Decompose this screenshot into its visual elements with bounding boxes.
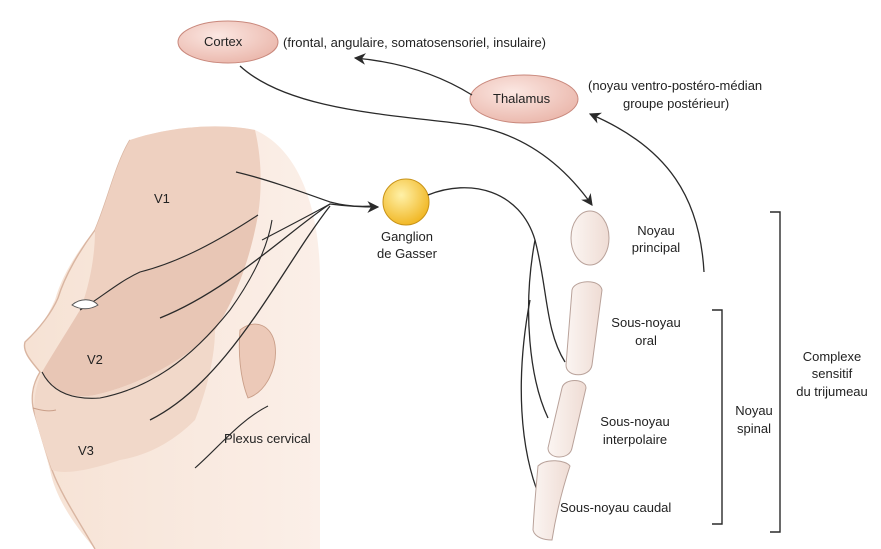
principal-label-line2: principal [620,240,692,256]
v1-label: V1 [154,191,170,207]
principal-nucleus [571,211,609,265]
principal-label-line1: Noyau [626,223,686,239]
complex-label-line1: Complexe [786,349,878,365]
thalamus-label: Thalamus [493,91,550,107]
complex-bracket [770,212,780,532]
cortex-label: Cortex [204,34,242,50]
complex-label-line3: du trijumeau [786,384,878,400]
spinal-bracket [712,310,722,524]
thalamus-to-cortex-arrow [355,58,472,95]
plexus-cervical-label: Plexus cervical [224,431,311,447]
caudal-label: Sous-noyau caudal [560,500,671,516]
oral-label-line1: Sous-noyau [604,315,688,331]
ganglion-fiber-main [428,188,565,362]
complex-label-line2: sensitif [786,366,878,382]
interpolar-label-line2: interpolaire [588,432,682,448]
ganglion-fiber-3 [521,300,540,498]
spinal-label-line1: Noyau [724,403,784,419]
cortex-areas-annotation: (frontal, angulaire, somatosensoriel, in… [283,35,546,51]
thalamus-annotation-line1: (noyau ventro-postéro-médian [588,78,762,94]
spinal-label-line2: spinal [724,421,784,437]
interpolar-label-line1: Sous-noyau [593,414,677,430]
face-illustration [24,126,372,549]
ganglion-fiber-2 [529,240,548,418]
ganglion-label-line1: Ganglion [372,229,442,245]
v3-label: V3 [78,443,94,459]
v2-label: V2 [87,352,103,368]
oral-subnucleus [566,282,602,375]
oral-label-line2: oral [604,333,688,349]
thalamus-annotation-line2: groupe postérieur) [623,96,729,112]
ganglion-label-line2: de Gasser [366,246,448,262]
ganglion-node [383,179,429,225]
interpolar-subnucleus [548,381,586,458]
